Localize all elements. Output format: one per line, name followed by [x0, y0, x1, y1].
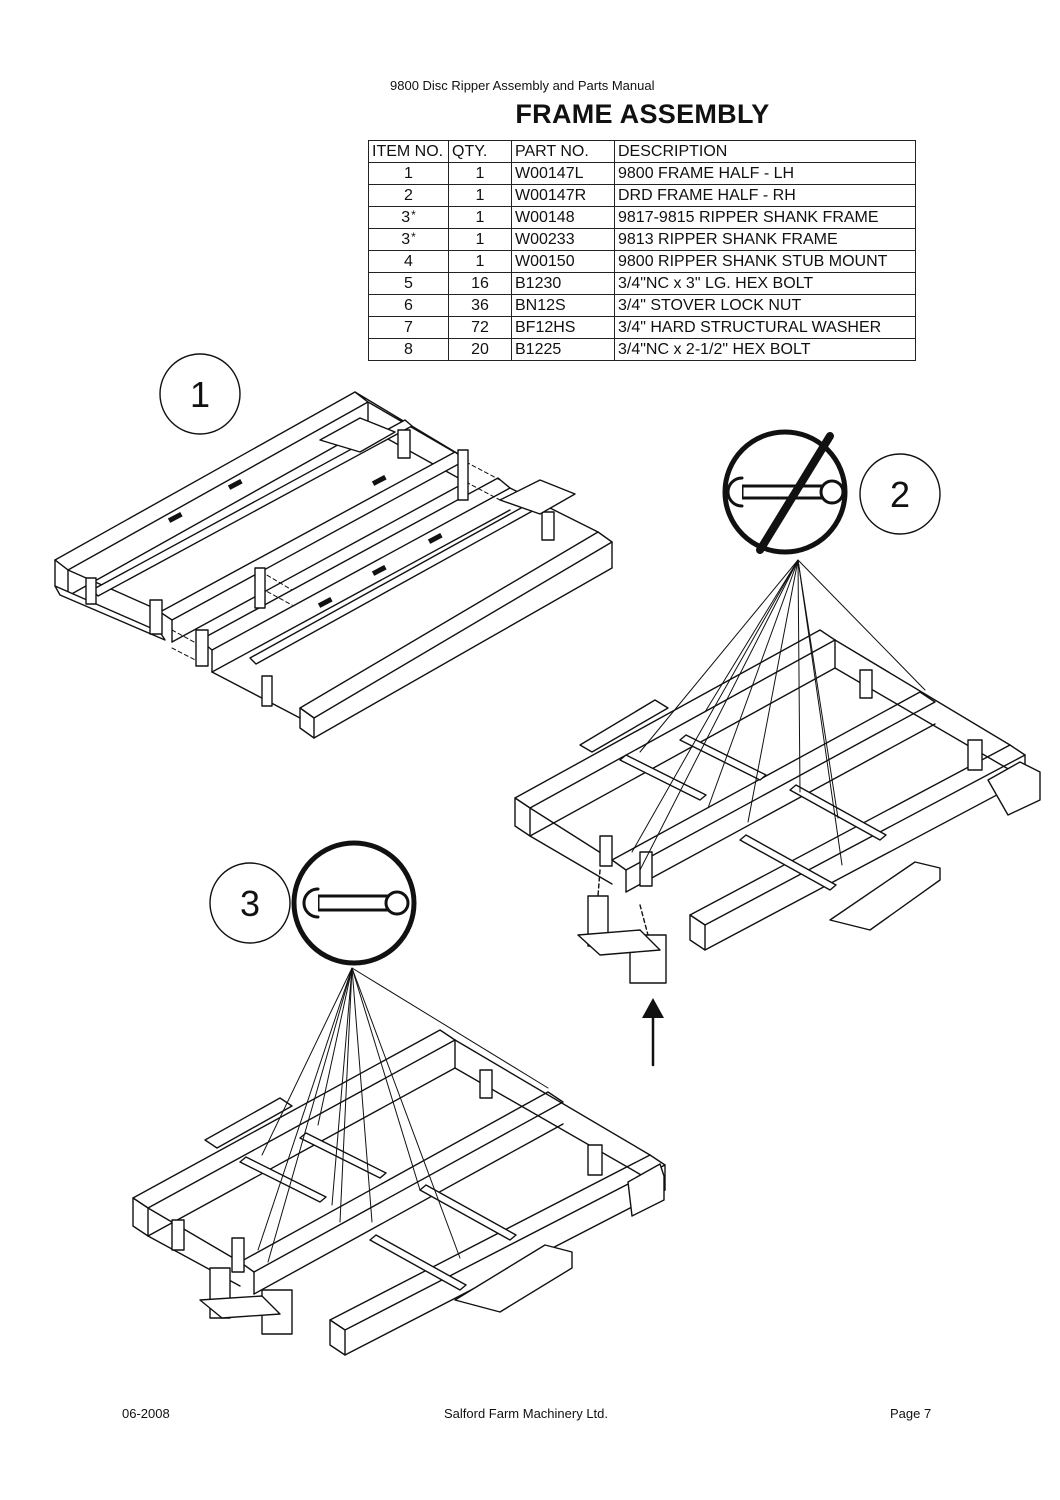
frame-drawing-step-3 [132, 967, 666, 1356]
description: DRD FRAME HALF - RH [614, 184, 916, 207]
table-row: 8 20 B1225 3/4"NC x 2-1/2" HEX BOLT [368, 338, 916, 361]
asterisk-note: * [411, 229, 416, 244]
table-row: 4 1 W00150 9800 RIPPER SHANK STUB MOUNT [368, 250, 916, 273]
frame-drawing-step-2 [514, 559, 1041, 984]
part-no: BF12HS [511, 316, 615, 339]
step-1-label: 1 [190, 374, 210, 415]
table-row: 7 72 BF12HS 3/4" HARD STRUCTURAL WASHER [368, 316, 916, 339]
item-no: 8 [404, 340, 413, 358]
footer-date: 06-2008 [122, 1406, 170, 1421]
item-no: 6 [404, 296, 413, 314]
item-no: 1 [404, 164, 413, 182]
manual-title: 9800 Disc Ripper Assembly and Parts Manu… [390, 78, 655, 93]
item-no: 7 [404, 318, 413, 336]
description: 3/4"NC x 2-1/2" HEX BOLT [614, 338, 916, 361]
ripper-shank-stub-mount [577, 869, 667, 984]
col-description: DESCRIPTION [614, 140, 916, 163]
qty: 20 [448, 338, 512, 361]
table-row: 3* 1 W00148 9817-9815 RIPPER SHANK FRAME [368, 206, 916, 229]
item-no: 4 [404, 252, 413, 270]
frame-drawing-step-1 [54, 391, 613, 739]
mounted-stub [199, 1267, 293, 1335]
asterisk-note: * [411, 207, 416, 222]
parts-table: ITEM NO. QTY. PART NO. DESCRIPTION 1 1 W… [368, 140, 916, 361]
table-row: 5 16 B1230 3/4"NC x 3" LG. HEX BOLT [368, 272, 916, 295]
footer-company: Salford Farm Machinery Ltd. [444, 1406, 609, 1421]
item-no: 3 [401, 230, 411, 248]
arrow-up-icon [642, 998, 664, 1067]
item-no: 3 [401, 208, 411, 226]
table-header-row: ITEM NO. QTY. PART NO. DESCRIPTION [368, 140, 916, 163]
footer-page-number: Page 7 [890, 1406, 932, 1421]
table-row: 1 1 W00147L 9800 FRAME HALF - LH [368, 162, 916, 185]
item-no: 2 [404, 186, 413, 204]
step-2-callout [859, 453, 941, 535]
no-wrench-icon [722, 429, 848, 555]
item-no: 5 [404, 274, 413, 292]
description: 9817-9815 RIPPER SHANK FRAME [614, 206, 916, 229]
description: 3/4" HARD STRUCTURAL WASHER [614, 316, 916, 339]
step-3-label: 3 [240, 883, 260, 924]
part-no: W00233 [511, 228, 615, 251]
description: 9800 FRAME HALF - LH [614, 162, 916, 185]
step-1-callout [159, 353, 241, 435]
step-3-callout [209, 862, 291, 944]
part-no: BN12S [511, 294, 615, 317]
section-title: FRAME ASSEMBLY [515, 99, 770, 129]
wrench-icon [291, 840, 417, 966]
step-2-label: 2 [890, 474, 910, 515]
qty: 72 [448, 316, 512, 339]
table-row: 6 36 BN12S 3/4" STOVER LOCK NUT [368, 294, 916, 317]
part-no: B1230 [511, 272, 615, 295]
